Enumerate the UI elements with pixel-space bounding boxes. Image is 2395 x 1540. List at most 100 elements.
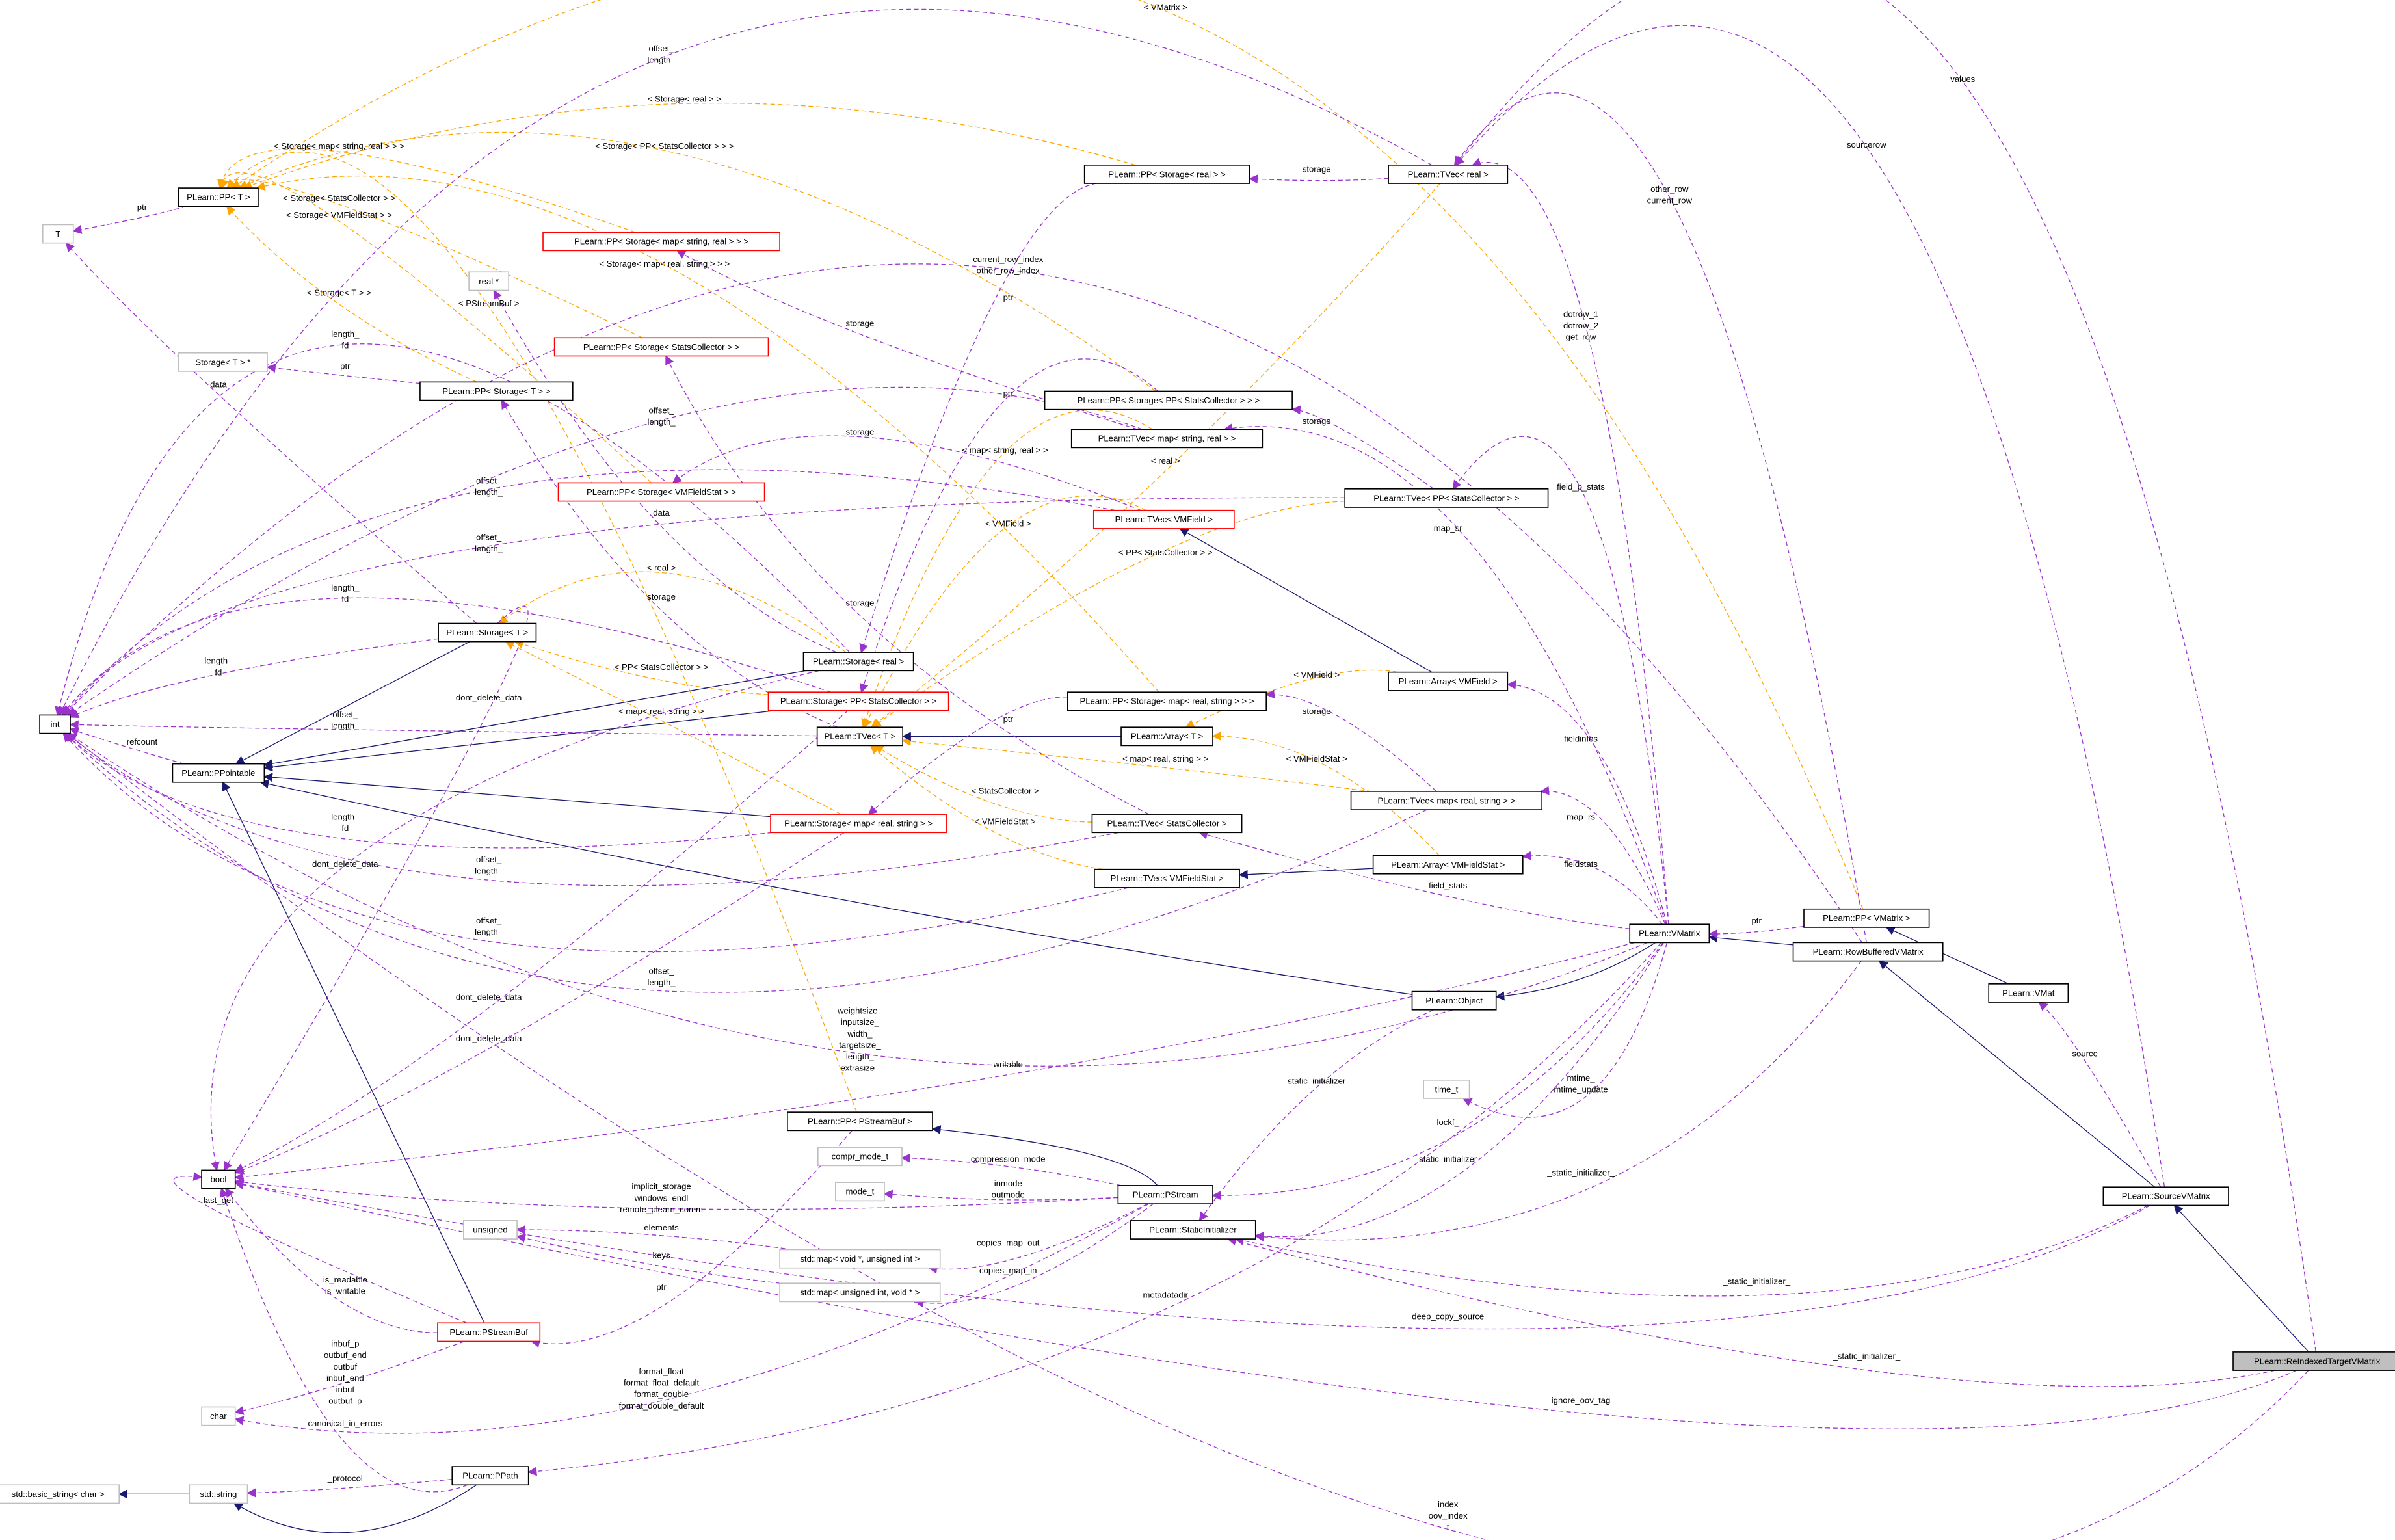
class-node[interactable]: real * [468,271,509,291]
class-node[interactable]: PLearn::PStream [1117,1185,1213,1204]
class-node-box[interactable] [1092,509,1235,529]
class-node-box[interactable] [172,763,265,783]
class-node-box[interactable] [770,814,947,834]
class-node[interactable]: PLearn::TVec< StatsCollector > [1091,814,1243,834]
class-node-box[interactable] [1344,488,1549,508]
class-node-box[interactable] [1067,691,1267,711]
class-node[interactable]: compr_mode_t [817,1147,903,1167]
class-node[interactable]: PLearn::PP< Storage< PP< StatsCollector … [1044,390,1293,410]
class-node-box[interactable] [787,1111,933,1132]
class-node[interactable]: PLearn::PPath [451,1466,529,1486]
class-node-box[interactable] [2232,1351,2395,1371]
class-node[interactable]: PLearn::PP< Storage< VMFieldStat > > [557,482,765,502]
class-node-box[interactable] [1083,165,1250,184]
class-node-box[interactable] [178,187,259,207]
class-node-box[interactable] [802,652,914,672]
class-node[interactable]: PLearn::Object [1411,990,1497,1011]
class-node-box[interactable] [419,381,574,401]
class-node-box[interactable] [1388,671,1509,691]
class-node[interactable]: PLearn::TVec< PP< StatsCollector > > [1344,488,1549,508]
class-node[interactable]: std::map< void *, unsigned int > [779,1249,941,1269]
class-node[interactable]: PLearn::PP< Storage< T > > [419,381,574,401]
class-node-box[interactable] [2102,1186,2229,1206]
class-node[interactable]: PLearn::PP< Storage< real > > [1083,165,1250,184]
class-node-box[interactable] [553,337,769,357]
class-node[interactable]: PLearn::PP< Storage< map< string, real >… [542,232,780,252]
class-node-box[interactable] [817,1147,903,1167]
class-node[interactable]: time_t [1423,1079,1470,1099]
class-node-box[interactable] [542,232,780,252]
class-node-box[interactable] [1070,429,1264,449]
class-node-box[interactable] [468,271,509,291]
class-node[interactable]: T [42,224,74,244]
class-node[interactable]: PLearn::PPointable [172,763,265,783]
class-node-box[interactable] [1091,814,1243,834]
class-node[interactable]: PLearn::TVec< map< string, real > > [1070,429,1264,449]
class-node[interactable]: PLearn::Array< T > [1120,726,1213,747]
class-node-box[interactable] [42,224,74,244]
class-node-box[interactable] [1044,390,1293,410]
class-node[interactable]: PLearn::TVec< real > [1388,165,1509,184]
class-node-box[interactable] [437,1322,541,1342]
class-node-box[interactable] [1423,1079,1470,1099]
class-node-box[interactable] [201,1406,236,1426]
class-node[interactable]: PLearn::TVec< map< real, string > > [1350,791,1542,810]
class-node-box[interactable] [1988,983,2069,1003]
class-node-box[interactable] [779,1282,941,1303]
class-node[interactable]: std::map< unsigned int, void * > [779,1282,941,1303]
class-node-box[interactable] [1120,726,1213,747]
class-node-box[interactable] [1130,1220,1256,1240]
class-node-box[interactable] [1792,942,1944,962]
class-node-box[interactable] [451,1466,529,1486]
class-node[interactable]: PLearn::VMatrix [1629,923,1710,944]
class-node-box[interactable] [0,1484,120,1504]
class-node[interactable]: PLearn::PP< Storage< map< real, string >… [1067,691,1267,711]
class-node-box[interactable] [1372,855,1524,875]
class-node[interactable]: int [39,714,71,734]
class-node[interactable]: PLearn::TVec< VMField > [1092,509,1235,529]
class-node[interactable]: PLearn::ReIndexedTargetVMatrix [2232,1351,2395,1371]
class-node[interactable]: PLearn::VMat [1988,983,2069,1003]
class-node-box[interactable] [1350,791,1542,810]
class-node[interactable]: PLearn::PP< T > [178,187,259,207]
class-node[interactable]: bool [201,1169,236,1189]
class-node-box[interactable] [779,1249,941,1269]
class-node-box[interactable] [39,714,71,734]
class-node[interactable]: PLearn::TVec< VMFieldStat > [1094,868,1240,888]
class-node[interactable]: PLearn::Storage< PP< StatsCollector > > [767,691,949,711]
class-node-box[interactable] [767,691,949,711]
class-node-box[interactable] [1094,868,1240,888]
class-node[interactable]: PLearn::TVec< T > [816,726,903,747]
class-node-box[interactable] [557,482,765,502]
class-node[interactable]: PLearn::SourceVMatrix [2102,1186,2229,1206]
class-node[interactable]: std::string [189,1484,248,1504]
class-node[interactable]: PLearn::Storage< map< real, string > > [770,814,947,834]
class-node[interactable]: PLearn::PP< Storage< StatsCollector > > [553,337,769,357]
class-node-box[interactable] [178,352,268,372]
class-node-box[interactable] [1411,990,1497,1011]
class-node[interactable]: PLearn::PStreamBuf [437,1322,541,1342]
class-node-box[interactable] [1388,165,1509,184]
class-node[interactable]: unsigned [463,1220,518,1240]
class-node-box[interactable] [1117,1185,1213,1204]
class-node-box[interactable] [189,1484,248,1504]
class-node-box[interactable] [463,1220,518,1240]
class-node-box[interactable] [1803,908,1930,928]
class-node[interactable]: PLearn::RowBufferedVMatrix [1792,942,1944,962]
class-node[interactable]: PLearn::StaticInitializer [1130,1220,1256,1240]
class-node[interactable]: PLearn::PP< PStreamBuf > [787,1111,933,1132]
class-node-box[interactable] [816,726,903,747]
class-node[interactable]: PLearn::Storage< T > [438,622,537,643]
class-node[interactable]: std::basic_string< char > [0,1484,120,1504]
class-node[interactable]: PLearn::Array< VMFieldStat > [1372,855,1524,875]
class-node[interactable]: Storage< T > * [178,352,268,372]
class-node-box[interactable] [201,1169,236,1189]
class-node-box[interactable] [438,622,537,643]
class-node[interactable]: PLearn::Storage< real > [802,652,914,672]
class-node[interactable]: PLearn::PP< VMatrix > [1803,908,1930,928]
class-node-box[interactable] [834,1182,885,1202]
class-node[interactable]: mode_t [834,1182,885,1202]
class-node[interactable]: PLearn::Array< VMField > [1388,671,1509,691]
class-node-box[interactable] [1629,923,1710,944]
class-node[interactable]: char [201,1406,236,1426]
